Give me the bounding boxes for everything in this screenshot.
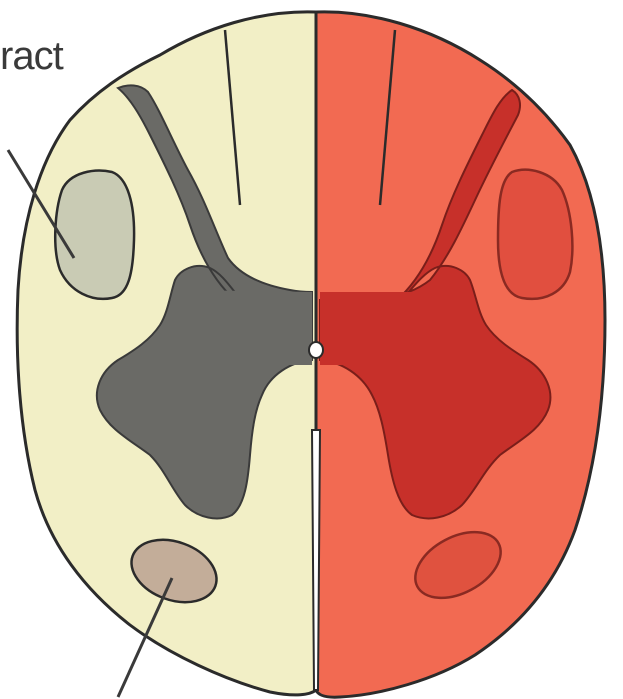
left-upper-tract — [55, 171, 134, 299]
left-gray-commissure — [180, 290, 312, 365]
anterior-median-fissure — [312, 430, 320, 690]
right-upper-tract — [498, 170, 572, 299]
right-gray-commissure — [320, 292, 462, 365]
central-canal — [309, 342, 323, 358]
